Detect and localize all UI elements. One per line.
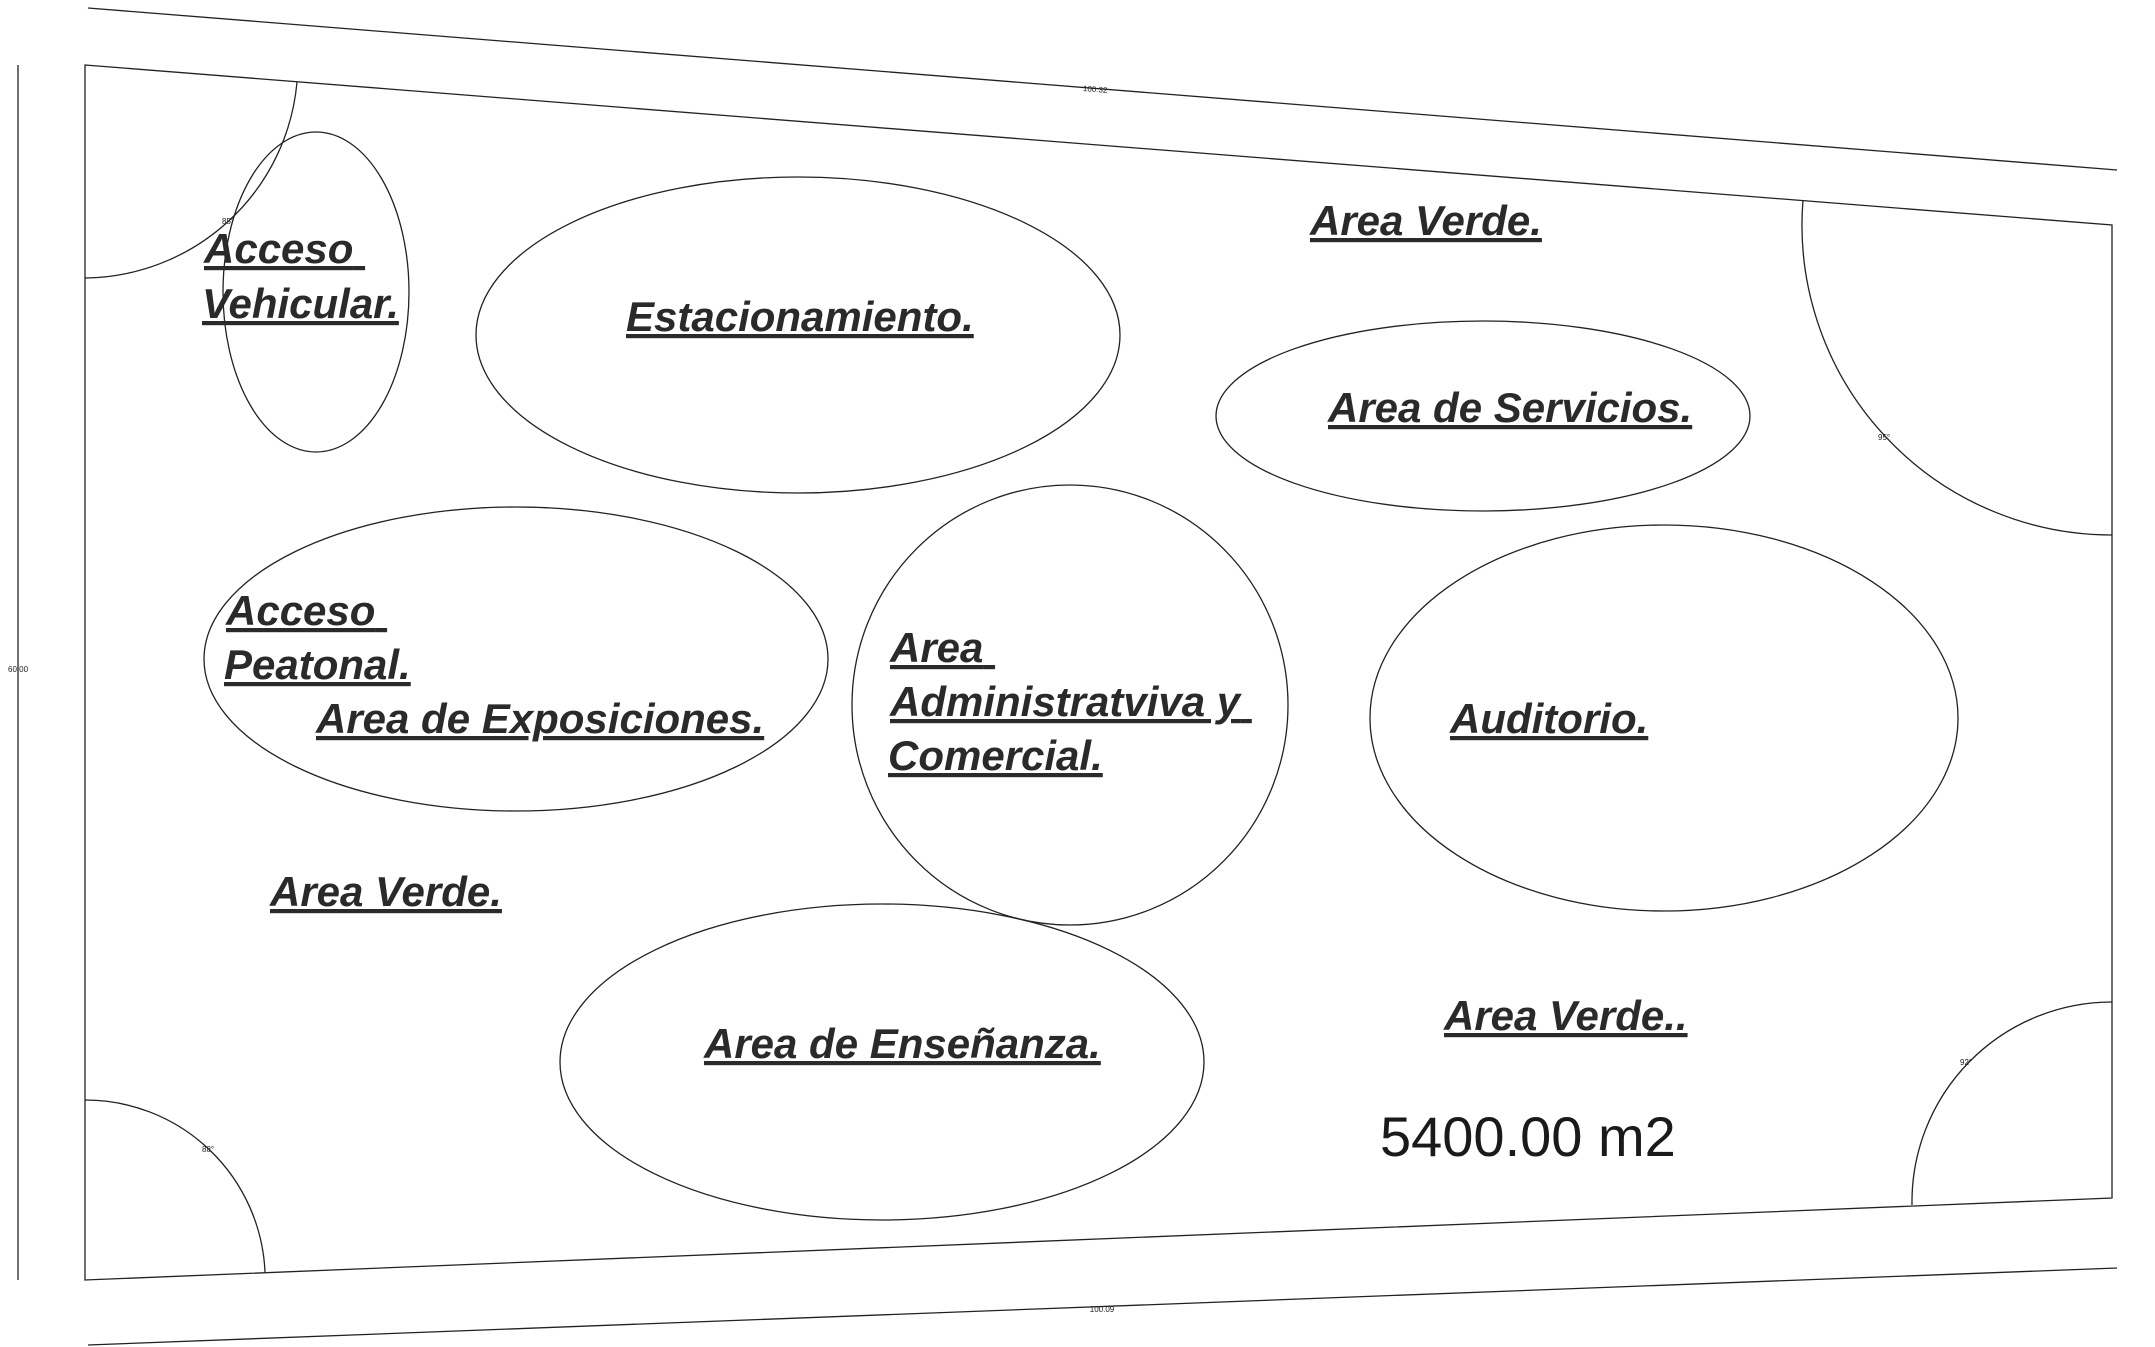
label-acceso-vehicular-line1: Acceso bbox=[203, 225, 353, 272]
label-area-verde-left: Area Verde. bbox=[269, 868, 502, 915]
zone-estacionamiento-ellipse bbox=[475, 176, 1121, 494]
label-acceso-vehicular-line2: Vehicular. bbox=[202, 280, 399, 327]
top-dimension-label: 100.32 bbox=[1083, 84, 1109, 95]
label-area-ensenanza: Area de Enseñanza. bbox=[703, 1020, 1101, 1067]
label-area-administrativa-line2: Administratviva y bbox=[889, 678, 1243, 725]
label-area-verde-top: Area Verde. bbox=[1309, 197, 1542, 244]
zone-administrativa-ellipse bbox=[851, 484, 1289, 926]
angle-label-bottom-right: 92° bbox=[1960, 1058, 1972, 1067]
label-area-administrativa-line3: Comercial. bbox=[888, 732, 1103, 779]
left-dimension-label: 60.00 bbox=[8, 665, 29, 674]
zone-acceso-vehicular-ellipse bbox=[222, 131, 410, 453]
label-acceso-peatonal-line1: Acceso bbox=[225, 587, 375, 634]
label-area-exposiciones: Area de Exposiciones. bbox=[315, 695, 764, 742]
angle-arc-top-left bbox=[84, 81, 298, 279]
label-area-administrativa: Area Administratviva y Comercial. bbox=[888, 624, 1252, 779]
bottom-dimension-line bbox=[87, 1267, 2118, 1346]
zone-exposiciones-ellipse bbox=[203, 506, 829, 812]
angle-arc-top-right bbox=[1801, 199, 2113, 536]
angle-arc-bottom-left bbox=[84, 1099, 266, 1273]
label-acceso-peatonal-line2: Peatonal. bbox=[224, 641, 411, 688]
angle-label-top-right: 95° bbox=[1878, 433, 1890, 442]
label-acceso-vehicular: Acceso Vehicular. bbox=[202, 225, 399, 327]
label-area-administrativa-line1: Area bbox=[889, 624, 983, 671]
top-dimension-line bbox=[87, 7, 2118, 171]
label-acceso-peatonal: Acceso Peatonal. bbox=[224, 587, 411, 688]
angle-label-bottom-left: 88° bbox=[202, 1145, 214, 1154]
zone-ensenanza-ellipse bbox=[559, 903, 1205, 1221]
label-area-verde-right: Area Verde.. bbox=[1443, 992, 1688, 1039]
angle-label-top-left: 85° bbox=[222, 217, 234, 226]
zone-auditorio-ellipse bbox=[1369, 524, 1959, 912]
zone-servicios-ellipse bbox=[1215, 320, 1751, 512]
angle-arc-bottom-right bbox=[1911, 1001, 2113, 1206]
lot-boundary bbox=[84, 64, 2113, 1281]
label-area-servicios: Area de Servicios. bbox=[1327, 384, 1692, 431]
total-area-label: 5400.00 m2 bbox=[1380, 1105, 1676, 1168]
label-estacionamiento: Estacionamiento. bbox=[626, 293, 974, 340]
bottom-dimension-label: 100.09 bbox=[1090, 1305, 1115, 1314]
label-auditorio: Auditorio. bbox=[1449, 695, 1648, 742]
